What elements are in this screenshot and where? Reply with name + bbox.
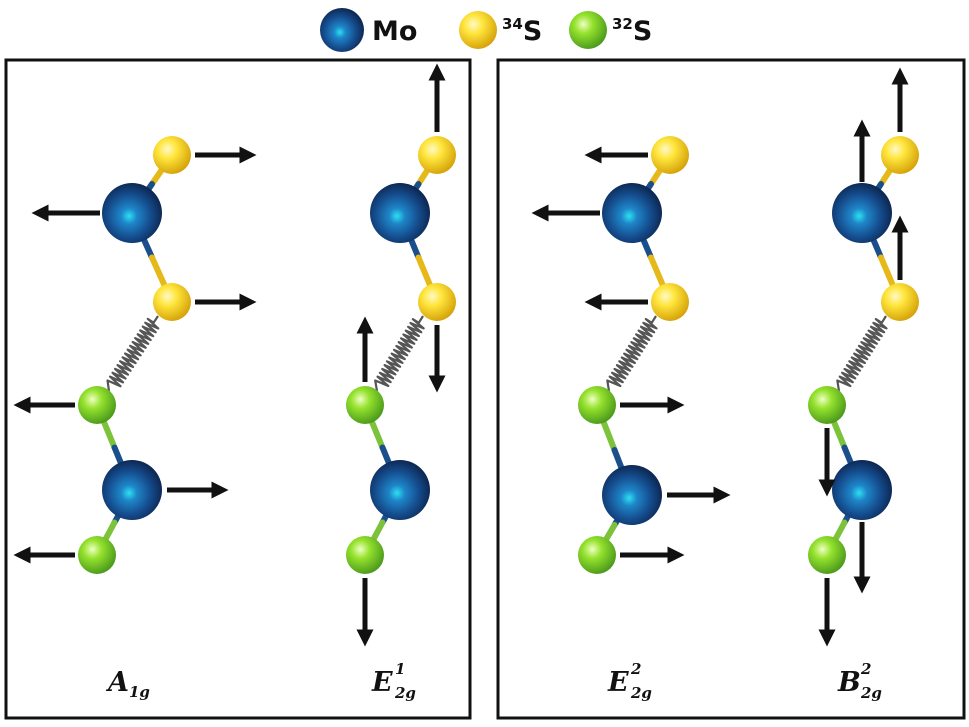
mode-a1g-sub: 1g <box>129 683 150 701</box>
e12g-s34-top-atom <box>418 136 456 174</box>
s32-atom-icon <box>569 11 607 49</box>
mode-label-e22g: E <box>607 667 629 698</box>
legend-s32-mass: 32 <box>612 15 633 33</box>
b22g-mo-bottom-atom <box>832 460 892 520</box>
structure-e12g <box>346 63 456 647</box>
legend-s32-label: 32S <box>612 15 652 47</box>
legend-mo: Mo <box>320 8 417 52</box>
e22g-mo-top-atom <box>602 183 662 243</box>
a1g-mo-bottom-atom <box>102 460 162 520</box>
structure-a1g <box>13 136 257 574</box>
mode-a1g-base: A <box>105 667 129 698</box>
b22g-s34-bottom-atom <box>881 283 919 321</box>
mode-e22g-base: E <box>607 667 629 698</box>
legend-s32-symbol: S <box>633 16 652 47</box>
legend: Mo 34S 32S <box>320 8 652 52</box>
mode-b22g-base: B <box>837 667 861 698</box>
structure-b22g <box>808 67 919 647</box>
a1g-s34-top-atom <box>153 136 191 174</box>
structures <box>13 63 919 647</box>
a1g-s32-top-atom <box>78 386 116 424</box>
panel-right-frame <box>496 58 966 720</box>
e12g-interlayer-spring <box>374 315 425 392</box>
e22g-s34-bottom-atom <box>651 283 689 321</box>
e12g-s32-top-atom <box>346 386 384 424</box>
mode-e12g-sup: 1 <box>395 660 405 678</box>
mode-e22g-sub: 2g <box>630 684 652 702</box>
mode-e22g-sup: 2 <box>630 660 641 678</box>
e22g-interlayer-spring <box>606 315 658 392</box>
e22g-s32-top-atom <box>578 386 616 424</box>
mode-b22g-sub: 2g <box>860 684 882 702</box>
mo-atom-icon <box>320 8 364 52</box>
panel-left-frame <box>4 58 472 720</box>
a1g-s34-bottom-atom <box>153 283 191 321</box>
mode-e12g-sub: 2g <box>394 684 416 702</box>
e22g-s32-bottom-atom <box>578 536 616 574</box>
legend-s32: 32S <box>569 11 652 49</box>
s34-atom-icon <box>459 11 497 49</box>
legend-s34: 34S <box>459 11 542 49</box>
e22g-s34-top-atom <box>651 136 689 174</box>
structure-e22g <box>531 136 731 574</box>
e12g-s32-bottom-atom <box>346 536 384 574</box>
b22g-interlayer-spring <box>836 315 888 392</box>
e12g-mo-bottom-atom <box>370 460 430 520</box>
a1g-mo-top-atom <box>102 183 162 243</box>
mode-b22g-sup: 2 <box>860 660 871 678</box>
mode-label-a1g: A1g <box>105 667 150 701</box>
a1g-s32-bottom-atom <box>78 536 116 574</box>
mode-label-b22g: B <box>837 667 861 698</box>
b22g-mo-top-atom <box>832 183 892 243</box>
mode-e12g-base: E <box>371 667 393 698</box>
legend-s34-mass: 34 <box>502 15 523 33</box>
b22g-s32-top-atom <box>808 386 846 424</box>
b22g-s32-bottom-atom <box>808 536 846 574</box>
e12g-s34-bottom-atom <box>418 283 456 321</box>
legend-mo-label: Mo <box>372 16 417 47</box>
legend-s34-label: 34S <box>502 15 542 47</box>
e22g-mo-bottom-atom <box>602 465 662 525</box>
e12g-mo-top-atom <box>370 183 430 243</box>
a1g-interlayer-spring <box>106 315 160 392</box>
legend-s34-symbol: S <box>523 16 542 47</box>
mode-label-e12g: E <box>371 667 393 698</box>
b22g-s34-top-atom <box>881 136 919 174</box>
